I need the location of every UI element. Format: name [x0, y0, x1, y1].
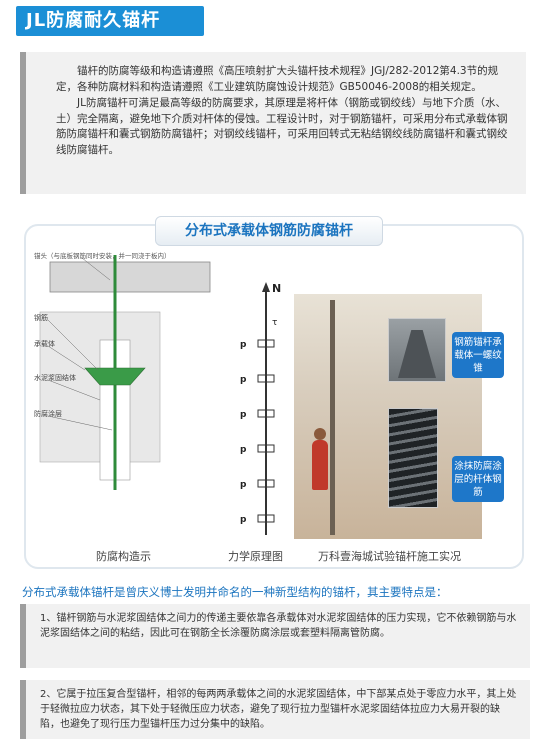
anchor-rod-photo — [330, 300, 335, 535]
svg-text:τ: τ — [272, 318, 277, 328]
features-lead: 分布式承载体锚杆是曾庆义博士发明并命名的一种新型结构的锚杆，其主要特点是： — [22, 585, 448, 599]
feature-item-2: 2、它属于拉压复合型锚杆，相邻的每两两承载体之间的水泥浆固结体，中下部某点处于零… — [20, 680, 530, 739]
caption-construction: 防腐构造示 — [96, 550, 151, 563]
p-label: p — [240, 515, 247, 525]
bearing-marks — [257, 339, 275, 523]
caption-photo: 万科壹海城试验锚杆施工实况 — [318, 550, 461, 563]
p-label: p — [240, 480, 247, 490]
anchor-head-label: 锚头（与底板钢筋同时安装，并一同浇于板内） — [34, 251, 171, 260]
diagram-title: 分布式承载体钢筋防腐锚杆 — [155, 216, 383, 246]
grout-label: 水泥浆固结体 — [34, 373, 76, 382]
bearing-label: 承载体 — [34, 339, 55, 348]
p-label: p — [240, 375, 247, 385]
slab — [49, 261, 211, 293]
mechanics-diagram: N τ p p p p p p — [240, 282, 281, 535]
worker-head — [314, 428, 326, 440]
p-label: p — [240, 445, 247, 455]
svg-text:N: N — [272, 282, 281, 295]
callout-threaded-cone: 钢筋锚杆承载体一螺纹锥 — [452, 332, 504, 378]
intro-box: 锚杆的防腐等级和构造请遵照《高压喷射扩大头锚杆技术规程》JGJ/282-2012… — [20, 52, 526, 194]
callout-coated-rebar: 涂抹防腐涂层的杆体钢筋 — [452, 456, 504, 502]
page-title: JL防腐耐久锚杆 — [26, 10, 161, 31]
bearing-body — [84, 367, 146, 386]
p-label: p — [240, 410, 247, 420]
worker — [312, 440, 328, 490]
inset-photo-rebar — [388, 408, 438, 508]
intro-paragraph-1: 锚杆的防腐等级和构造请遵照《高压喷射扩大头锚杆技术规程》JGJ/282-2012… — [56, 65, 499, 93]
caption-mechanics: 力学原理图 — [228, 550, 283, 563]
feature-item-1: 1、锚杆钢筋与水泥浆固结体之间力的传递主要依靠各承载体对水泥浆固结体的压力实现，… — [20, 604, 530, 668]
coating-label: 防腐涂层 — [34, 409, 62, 418]
p-label: p — [240, 340, 247, 350]
title-banner — [16, 6, 204, 36]
rebar-label: 钢筋 — [34, 313, 48, 322]
construction-diagram: 锚头（与底板钢筋同时安装，并一同浇于板内） 钢筋 承载体 水泥浆固结体 防腐涂层 — [34, 251, 211, 490]
intro-paragraph-2: JL防腐锚杆可满足最高等级的防腐要求，其原理是将杆体（钢筋或钢绞线）与地下介质（… — [56, 97, 508, 156]
